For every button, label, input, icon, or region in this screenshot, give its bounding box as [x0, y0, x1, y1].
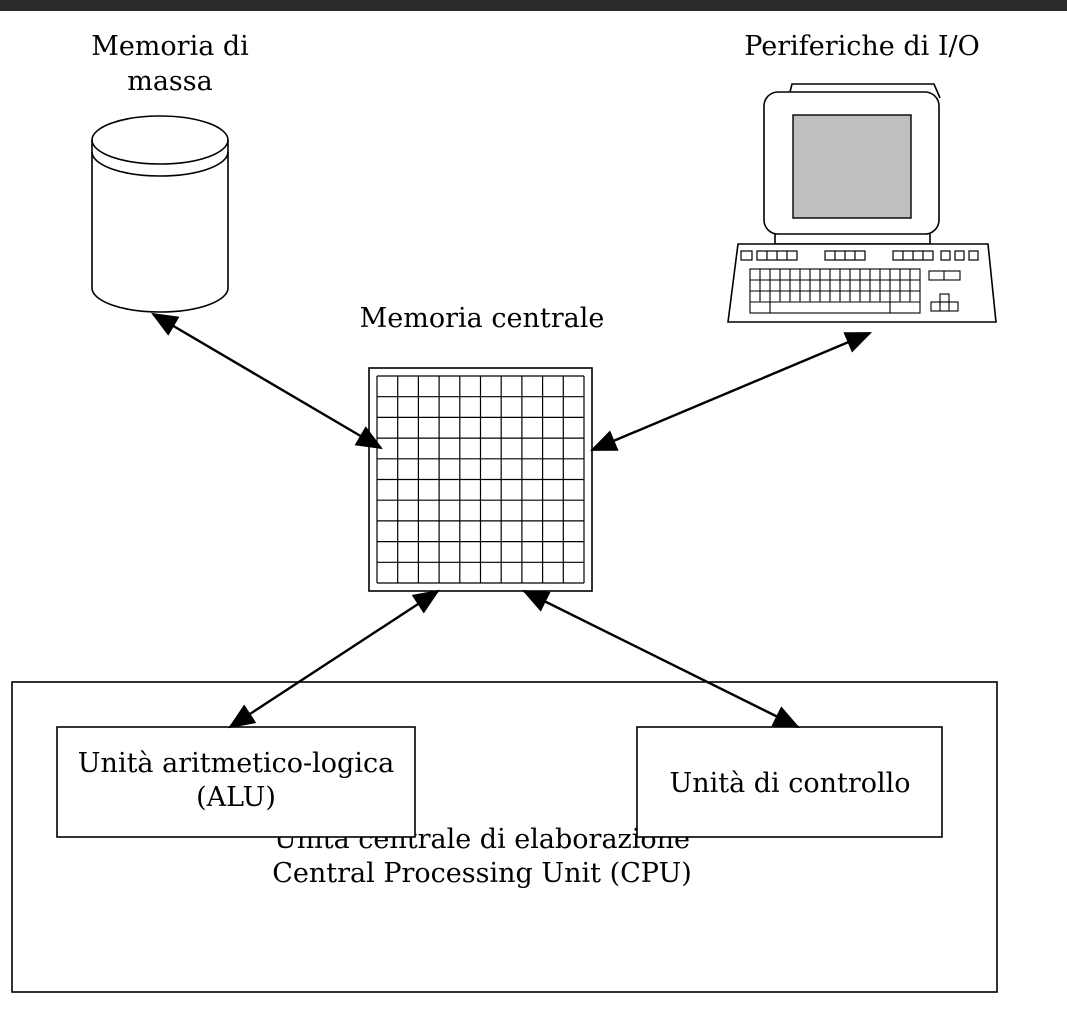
edge-mass-storage-main-memory [151, 312, 383, 450]
control-unit-label: Unità di controllo [669, 768, 910, 799]
cpu-label-line2: Central Processing Unit (CPU) [272, 858, 692, 889]
alu-label-line2: (ALU) [196, 782, 276, 813]
alu-node: Unità aritmetico-logica (ALU) [56, 726, 416, 838]
io-peripherals-node: Periferiche di I/O [727, 31, 997, 323]
edge-io-main-memory [589, 331, 873, 452]
disk-cylinder-icon [91, 115, 229, 313]
mass-storage-label-line2: massa [127, 66, 213, 97]
main-memory-node: Memoria centrale [360, 303, 605, 592]
main-memory-label: Memoria centrale [360, 303, 605, 334]
memory-grid-icon [368, 367, 593, 592]
top-bar [0, 0, 1067, 11]
computer-terminal-icon [727, 83, 997, 323]
mass-storage-node: Memoria di massa [91, 31, 249, 313]
control-unit-node: Unità di controllo [636, 726, 943, 838]
io-peripherals-label: Periferiche di I/O [744, 31, 979, 62]
mass-storage-label-line1: Memoria di [91, 31, 249, 62]
edge-main-memory-control-unit [522, 589, 800, 729]
alu-box [56, 726, 416, 838]
alu-label-line1: Unità aritmetico-logica [78, 748, 394, 779]
control-unit-box [636, 726, 943, 838]
edge-main-memory-alu [228, 589, 440, 729]
